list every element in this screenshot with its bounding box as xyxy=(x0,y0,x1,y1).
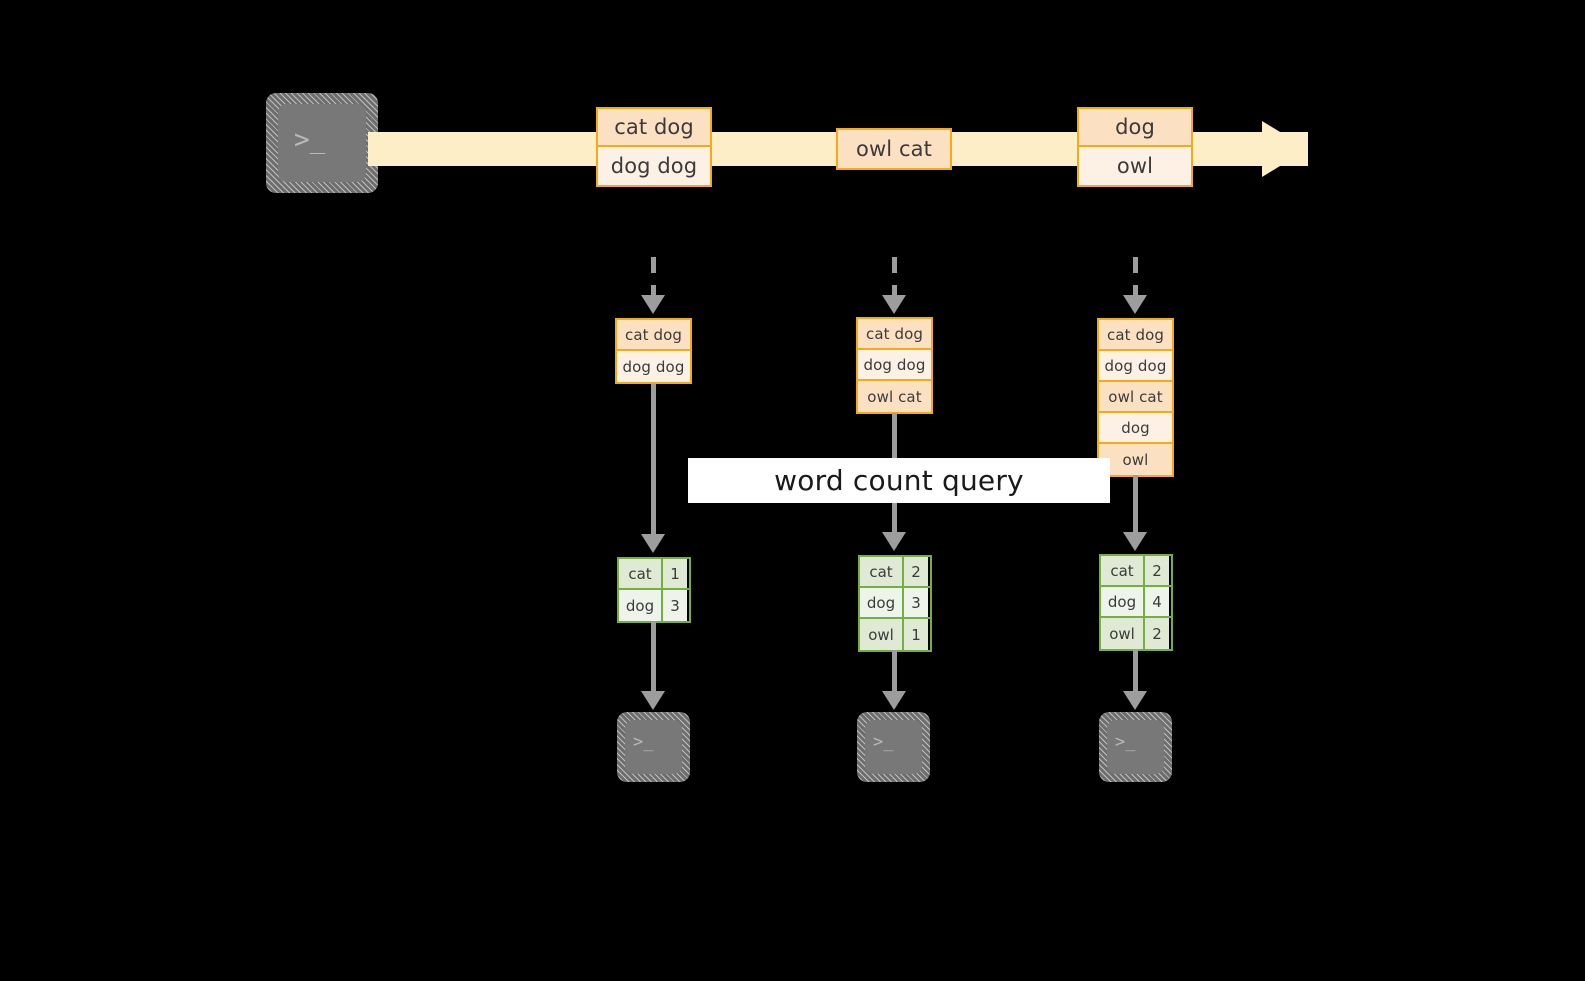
snapshot-message: cat dog xyxy=(1099,320,1172,351)
terminal-body xyxy=(865,720,922,774)
result-row: cat 2 xyxy=(1101,556,1171,587)
snapshot-table-1: cat dog dog dog xyxy=(615,318,692,384)
connector-stream-to-snapshot-2 xyxy=(892,257,897,297)
result-count: 1 xyxy=(904,619,928,650)
snapshot-message: owl cat xyxy=(858,381,931,412)
result-count: 2 xyxy=(1145,618,1169,649)
snapshot-message: dog dog xyxy=(858,350,931,381)
result-word: owl xyxy=(860,619,904,650)
result-word: dog xyxy=(619,590,663,621)
snapshot-message: dog xyxy=(1099,413,1172,444)
result-word: cat xyxy=(619,559,663,588)
connector-arrowhead-icon xyxy=(882,691,906,710)
connector-snapshot-to-result-3 xyxy=(1133,475,1138,534)
result-row: cat 2 xyxy=(860,557,930,588)
snapshot-table-2: cat dog dog dog owl cat xyxy=(856,317,933,414)
snapshot-message: owl xyxy=(1099,444,1172,475)
stream-message: dog dog xyxy=(598,147,710,185)
result-count: 4 xyxy=(1145,587,1169,616)
connector-arrowhead-icon xyxy=(641,534,665,553)
terminal-prompt-glyph: >_ xyxy=(633,732,654,752)
stream-arrowhead-icon xyxy=(1262,121,1308,177)
result-row: dog 3 xyxy=(619,590,689,621)
connector-result-to-sink-3 xyxy=(1133,649,1138,693)
snapshot-message: cat dog xyxy=(858,319,931,350)
query-label: word count query xyxy=(688,458,1110,503)
result-row: cat 1 xyxy=(619,559,689,590)
result-table-1: cat 1 dog 3 xyxy=(617,557,691,623)
stream-group-1: cat dog dog dog xyxy=(596,107,712,187)
result-word: owl xyxy=(1101,618,1145,649)
terminal-body xyxy=(625,720,682,774)
stream-group-2: owl cat xyxy=(836,128,952,170)
result-table-3: cat 2 dog 4 owl 2 xyxy=(1099,554,1173,651)
result-count: 1 xyxy=(663,559,687,588)
source-terminal-icon: >_ xyxy=(266,93,378,193)
connector-snapshot-to-result-1 xyxy=(651,384,656,536)
terminal-prompt-glyph: >_ xyxy=(1115,732,1136,752)
result-row: owl 1 xyxy=(860,619,930,650)
result-count: 2 xyxy=(904,557,928,586)
connector-arrowhead-icon xyxy=(641,691,665,710)
result-count: 3 xyxy=(904,588,928,617)
connector-result-to-sink-1 xyxy=(651,621,656,693)
stream-message: dog xyxy=(1079,109,1191,147)
result-row: owl 2 xyxy=(1101,618,1171,649)
result-count: 3 xyxy=(663,590,687,621)
connector-arrowhead-icon xyxy=(1123,532,1147,551)
sink-terminal-icon-1: >_ xyxy=(617,712,690,782)
sink-terminal-icon-2: >_ xyxy=(857,712,930,782)
result-word: dog xyxy=(1101,587,1145,616)
terminal-body xyxy=(1107,720,1164,774)
connector-stream-to-snapshot-1 xyxy=(651,257,656,297)
result-word: cat xyxy=(860,557,904,586)
terminal-prompt-glyph: >_ xyxy=(294,125,326,155)
stream-group-3: dog owl xyxy=(1077,107,1193,187)
connector-arrowhead-icon xyxy=(1123,691,1147,710)
terminal-prompt-glyph: >_ xyxy=(873,732,894,752)
result-count: 2 xyxy=(1145,556,1169,585)
result-row: dog 3 xyxy=(860,588,930,619)
snapshot-table-3: cat dog dog dog owl cat dog owl xyxy=(1097,318,1174,477)
connector-arrowhead-icon xyxy=(1123,295,1147,314)
result-word: cat xyxy=(1101,556,1145,585)
connector-arrowhead-icon xyxy=(882,532,906,551)
stream-message: owl xyxy=(1079,147,1191,185)
terminal-body xyxy=(278,104,366,182)
snapshot-message: owl cat xyxy=(1099,382,1172,413)
snapshot-message: cat dog xyxy=(617,320,690,351)
snapshot-message: dog dog xyxy=(1099,351,1172,382)
connector-arrowhead-icon xyxy=(641,295,665,314)
result-table-2: cat 2 dog 3 owl 1 xyxy=(858,555,932,652)
result-row: dog 4 xyxy=(1101,587,1171,618)
result-word: dog xyxy=(860,588,904,617)
snapshot-message: dog dog xyxy=(617,351,690,382)
connector-arrowhead-icon xyxy=(882,295,906,314)
stream-message: owl cat xyxy=(838,130,950,168)
connector-result-to-sink-2 xyxy=(892,650,897,693)
stream-message: cat dog xyxy=(598,109,710,147)
sink-terminal-icon-3: >_ xyxy=(1099,712,1172,782)
connector-stream-to-snapshot-3 xyxy=(1133,257,1138,297)
